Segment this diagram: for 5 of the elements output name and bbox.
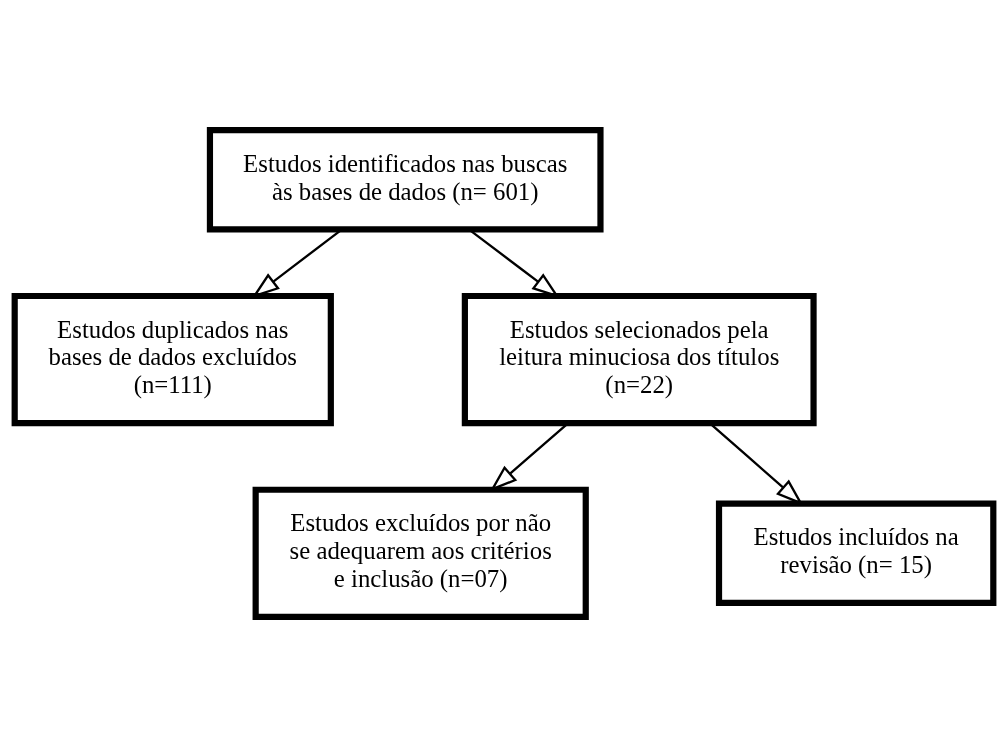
node-box: Estudos excluídos por não se adequarem aos critérios e inclusão (n=07) <box>252 486 589 620</box>
node-box: Estudos identificados nas buscas às bases de dados (n= 601) <box>206 126 604 232</box>
node-box: Estudos selecionados pela leitura minuciosa dos títulos (n=22) <box>461 292 817 426</box>
node-box: Estudos duplicados nas bases de dados excluídos (n=111) <box>11 292 334 426</box>
node-box: Estudos incluídos na revisão (n= 15) <box>715 500 997 606</box>
